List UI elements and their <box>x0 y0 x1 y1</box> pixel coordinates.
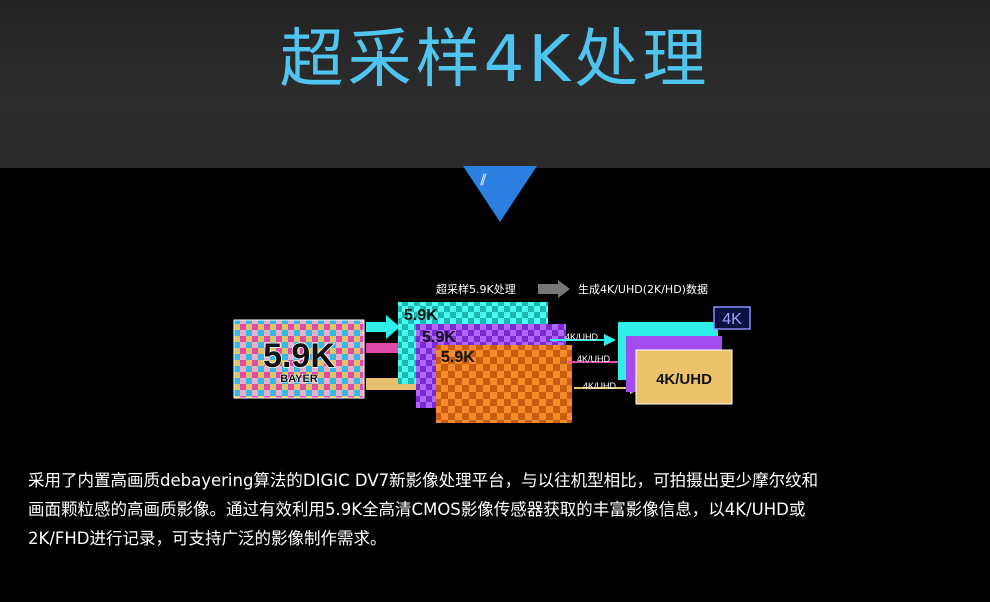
badge-4k: 4K <box>722 311 742 328</box>
paragraph-line-1: 采用了内置高画质debayering算法的DIGIC DV7新影像处理平台，与以… <box>28 471 819 490</box>
page-title: 超采样4K处理 <box>279 23 711 97</box>
output-arrow-1 <box>604 334 616 346</box>
down-triangle-icon <box>463 166 537 222</box>
paragraph-line-2: 画面颗粒感的高画质影像。通过有效利用5.9K全高清CMOS影像传感器获取的丰富影… <box>28 500 806 519</box>
header-banner: 超采样4K处理 <box>0 0 990 168</box>
purple-layer-label: 5.9K <box>422 329 456 346</box>
paragraph-line-3: 2K/FHD进行记录，可支持广泛的影像制作需求。 <box>28 529 387 548</box>
bayer-subtitle: BAYER <box>280 373 318 385</box>
step-1-caption: 超采样5.9K处理 <box>436 282 516 296</box>
bayer-block <box>233 319 365 399</box>
orange-layer <box>436 345 572 423</box>
orange-layer-label: 5.9K <box>441 349 475 366</box>
output-label-1: 4K/UHD <box>565 332 599 342</box>
badge-frame <box>713 306 751 330</box>
output-label-3: 4K/UHD <box>583 381 617 391</box>
cyan-arrow <box>366 315 400 339</box>
magenta-arrow <box>366 336 424 360</box>
description-paragraph: 采用了内置高画质debayering算法的DIGIC DV7新影像处理平台，与以… <box>28 466 978 553</box>
output-label-2: 4K/UHD <box>577 354 611 364</box>
result-label: 4K/UHD <box>656 371 712 388</box>
cyan-layer-label: 5.9K <box>404 307 438 324</box>
result-gold-frame <box>635 349 733 405</box>
step-arrow-icon <box>538 280 570 298</box>
step-2-caption: 生成4K/UHD(2K/HD)数据 <box>578 282 708 296</box>
bayer-resolution: 5.9K <box>263 337 335 375</box>
